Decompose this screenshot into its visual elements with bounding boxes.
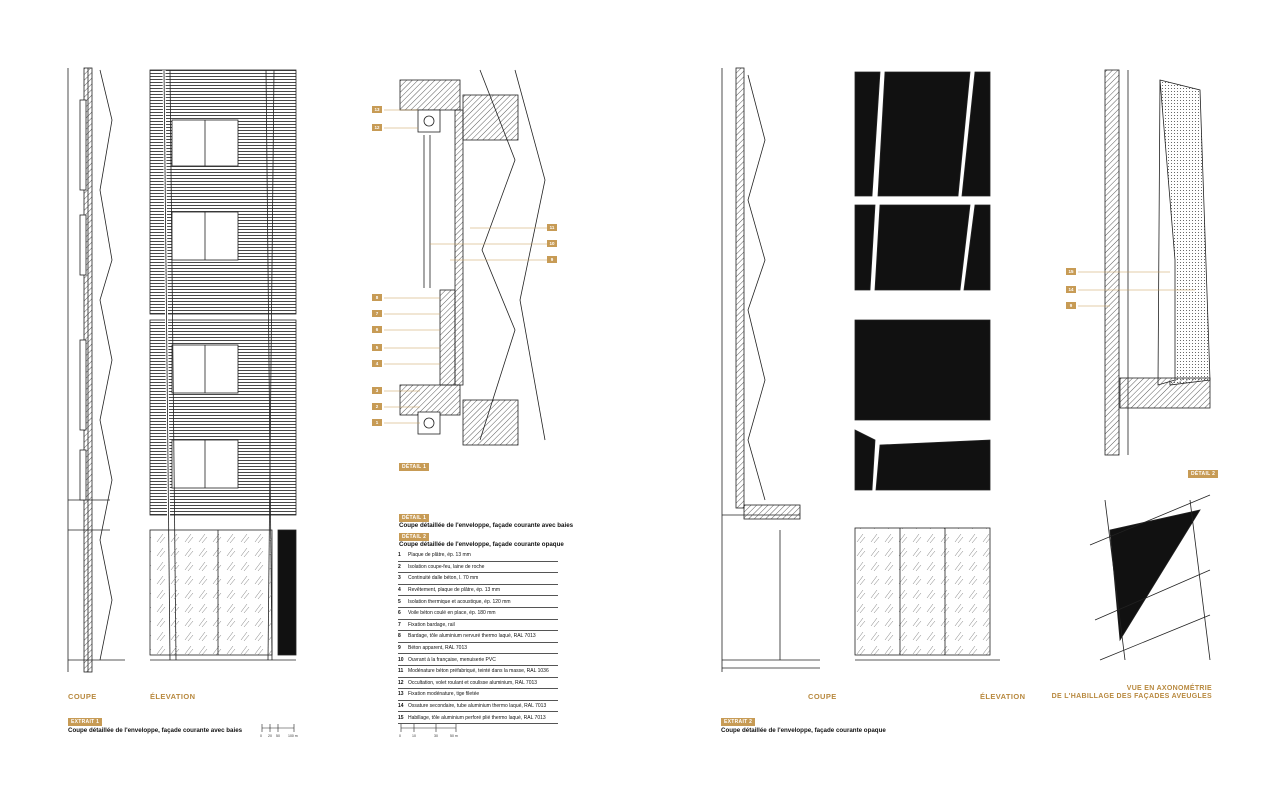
scale1-label-20: 20 (268, 734, 272, 738)
legend-row: 4 Revêtement, plaque de plâtre, ép. 13 mm (398, 585, 558, 597)
legend-num: 5 (398, 598, 401, 605)
legend-num: 9 (398, 645, 401, 652)
detail1-label-11: 11 (547, 224, 557, 231)
scale2-label-50: 50 m (450, 734, 458, 738)
legend-num: 15 (398, 714, 404, 721)
caption-elevation-left: ÉLEVATION (150, 692, 196, 701)
legend-num: 4 (398, 587, 401, 594)
legend-num: 2 (398, 563, 401, 570)
axonometry-title-line2: DE L'HABILLAGE DES FAÇADES AVEUGLES (1051, 693, 1212, 700)
scale2-label-10: 10 (412, 734, 416, 738)
extrait2-subtitle: Coupe détaillée de l'enveloppe, façade c… (721, 727, 886, 734)
detail1-tag: DÉTAIL 1 (399, 463, 430, 471)
caption-coupe-right: COUPE (808, 692, 837, 701)
legend-text: Isolation thermique et acoustique, ép. 1… (408, 598, 511, 605)
extrait1-tag: EXTRAIT 1 (68, 718, 103, 726)
legend-text: Voile béton coulé en place, ép. 180 mm (408, 610, 496, 617)
legend-row: 10 Ouvrant à la française, menuiserie PVC (398, 654, 558, 666)
legend-text: Continuité dalle béton, l. 70 mm (408, 575, 479, 582)
legend-num: 11 (398, 668, 404, 675)
axonometry-title: VUE EN AXONOMÉTRIE DE L'HABILLAGE DES FA… (1012, 685, 1212, 701)
scale-bar-2 (400, 724, 457, 732)
legend-row: 7 Fixation bardage, rail (398, 620, 558, 632)
detail2-label-9: 9 (1066, 302, 1076, 309)
legend-num: 12 (398, 679, 404, 686)
legend-text: Fixation modénature, tige filetée (408, 691, 480, 698)
detail2-tag: DÉTAIL 2 (1188, 470, 1219, 478)
legend-text: Isolation coupe-feu, laine de roche (408, 563, 485, 570)
legend-num: 1 (398, 552, 401, 559)
legend-num: 13 (398, 691, 404, 698)
detail1-drawing (399, 69, 546, 446)
legend-row: 12 Occultation, volet roulant et coulisse… (398, 678, 558, 690)
detail1-label-4: 4 (372, 360, 382, 367)
detail1-label-10: 10 (547, 240, 557, 247)
legend-text: Occultation, volet roulant et coulisse a… (408, 679, 538, 686)
legend-num: 7 (398, 621, 401, 628)
legend-num: 8 (398, 633, 401, 640)
detail1-leaders (384, 109, 547, 424)
detail1-label-2: 2 (372, 403, 382, 410)
detail2-drawing (1104, 69, 1211, 456)
legend-num: 14 (398, 703, 404, 710)
legend-text: Ossature secondaire, tube aluminium ther… (408, 703, 547, 710)
legend-row: 3 Continuité dalle béton, l. 70 mm (398, 573, 558, 585)
legend-detail1-subtitle: Coupe détaillée de l'enveloppe, façade c… (399, 522, 574, 529)
extrait2-tag: EXTRAIT 2 (721, 718, 756, 726)
legend-text: Ouvrant à la française, menuiserie PVC (408, 656, 496, 663)
scale2-label-30: 30 (434, 734, 438, 738)
legend-row: 11 Modénature béton préfabriqué, teinté d… (398, 666, 558, 678)
detail1-label-12: 12 (372, 124, 382, 131)
caption-elevation-right: ÉLEVATION (980, 692, 1026, 701)
legend-row: 6 Voile béton coulé en place, ép. 180 mm (398, 608, 558, 620)
axonometry-title-line1: VUE EN AXONOMÉTRIE (1126, 685, 1212, 692)
extrait1-elevation-drawing (149, 69, 297, 661)
legend-row: 1 Plaque de plâtre, ép. 13 mm (398, 550, 558, 562)
legend-row: 5 Isolation thermique et acoustique, ép. … (398, 596, 558, 608)
detail2-leaders (1078, 271, 1195, 307)
detail2-label-14: 14 (1066, 286, 1076, 293)
legend-row: 13 Fixation modénature, tige filetée (398, 689, 558, 701)
scale2-label-0: 0 (399, 734, 401, 738)
legend-num: 3 (398, 575, 401, 582)
detail1-label-9: 9 (547, 256, 557, 263)
legend-text: Fixation bardage, rail (408, 621, 455, 628)
extrait1-coupe-drawing (67, 67, 125, 673)
legend-num: 6 (398, 610, 401, 617)
detail1-label-8: 8 (372, 294, 382, 301)
scale1-label-100: 100 m (288, 734, 298, 738)
legend-row: 15 Habillage, tôle aluminium perforé plié… (398, 712, 558, 724)
legend-detail2-tag: DÉTAIL 2 (399, 533, 430, 541)
legend-row: 8 Bardage, tôle aluminium nervuré thermo … (398, 631, 558, 643)
detail1-label-1: 1 (372, 419, 382, 426)
detail1-label-13: 13 (372, 106, 382, 113)
legend-row: 9 Béton apparent, RAL 7013 (398, 643, 558, 655)
detail2-label-15: 15 (1066, 268, 1076, 275)
legend-detail2-subtitle: Coupe détaillée de l'enveloppe, façade c… (399, 541, 564, 548)
legend-text: Modénature béton préfabriqué, teinté dan… (408, 668, 549, 675)
scale-bar-1 (261, 724, 295, 732)
legend-num: 10 (398, 656, 404, 663)
extrait2-coupe-drawing (721, 67, 820, 672)
detail1-label-6: 6 (372, 326, 382, 333)
detail1-label-5: 5 (372, 344, 382, 351)
extrait1-subtitle: Coupe détaillée de l'enveloppe, façade c… (68, 727, 243, 734)
legend-detail1-tag: DÉTAIL 1 (399, 514, 430, 522)
legend-row: 2 Isolation coupe-feu, laine de roche (398, 562, 558, 574)
scale1-label-0: 0 (260, 734, 262, 738)
legend-text: Bardage, tôle aluminium nervuré thermo l… (408, 633, 536, 640)
scale1-label-50: 50 (276, 734, 280, 738)
legend-row: 14 Ossature secondaire, tube aluminium th… (398, 701, 558, 713)
legend-text: Habillage, tôle aluminium perforé plié t… (408, 714, 546, 721)
legend-text: Béton apparent, RAL 7013 (408, 645, 468, 652)
legend-text: Plaque de plâtre, ép. 13 mm (408, 552, 471, 559)
legend-text: Revêtement, plaque de plâtre, ép. 13 mm (408, 587, 500, 594)
detail1-label-3: 3 (372, 387, 382, 394)
caption-coupe-left: COUPE (68, 692, 97, 701)
extrait2-elevation-drawing (854, 71, 1000, 661)
axonometry-drawing (1089, 494, 1211, 661)
detail1-label-7: 7 (372, 310, 382, 317)
